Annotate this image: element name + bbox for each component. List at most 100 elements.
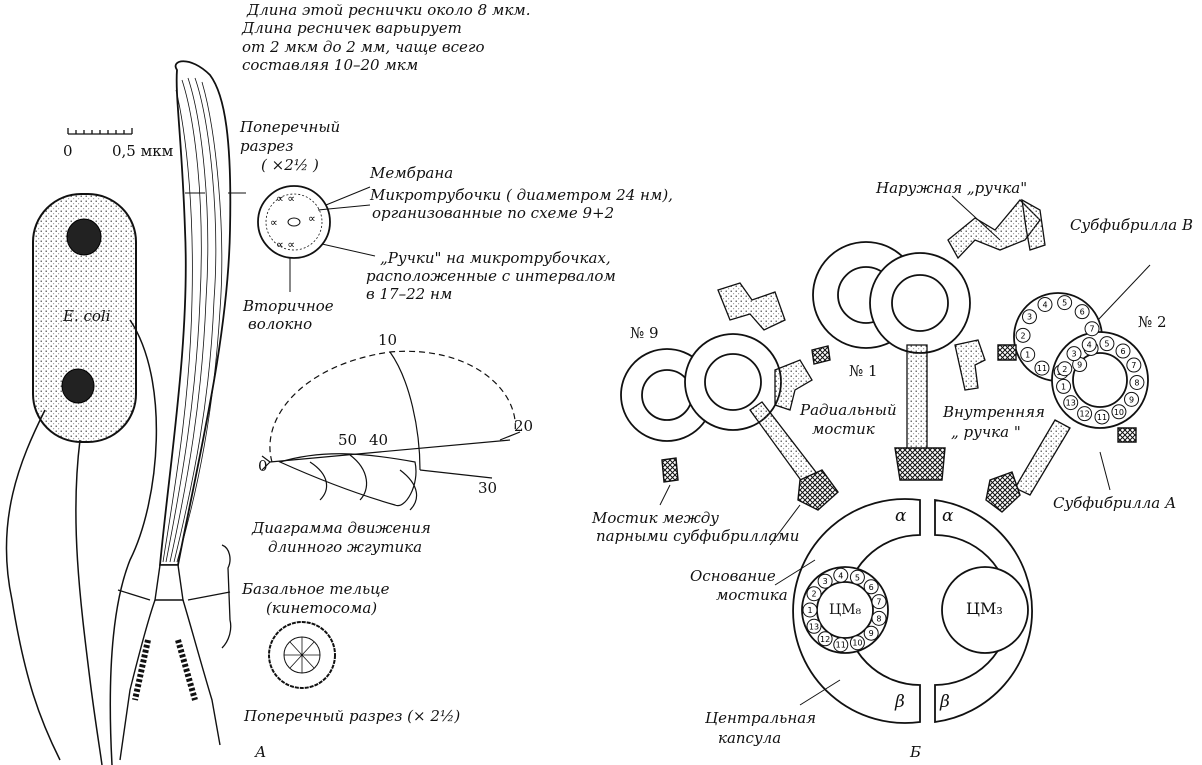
- scale-bar: [67, 128, 133, 135]
- ecoli-cell: [5, 193, 158, 765]
- bridge-base-label-2: мостика: [716, 586, 788, 604]
- cm-protofilament-circle: [849, 635, 865, 651]
- outer-handle-label: Наружная „ручка": [876, 179, 1028, 197]
- cross-section-9-2: ∝ ∝ ∝ ∝ ∝ ∝: [185, 185, 376, 292]
- subfibril-b-protofilament-circle: [1021, 309, 1037, 325]
- subfibril-a-protofilament-circle: [1129, 374, 1145, 390]
- secondary-fiber-label-1: Вторичное: [243, 297, 334, 315]
- cm-protofilament-number: 10: [852, 639, 862, 648]
- leader-lines-b: [659, 195, 1151, 706]
- scale-bar-zero: 0: [63, 142, 73, 160]
- cm-protofilament-number: 7: [876, 598, 881, 607]
- subfibril-a-protofilament-number: 3: [1071, 350, 1076, 359]
- subfibril-b-protofilament-circle: [1057, 295, 1073, 311]
- subfibril-a-protofilament-circle: [1077, 406, 1093, 422]
- panel-a-label: А: [255, 743, 267, 761]
- subfibril-a-protofilament-number: 13: [1066, 399, 1076, 408]
- doublet-9-label: № 9: [630, 324, 659, 342]
- cm-protofilament-circle: [806, 618, 822, 634]
- subfibril-a-protofilament-number: 11: [1097, 413, 1107, 422]
- radial-bridge-label-1: Радиальный: [800, 401, 897, 419]
- subfibril-b-protofilament-circle: [1037, 297, 1053, 313]
- subfibril-a-protofilament-circle: [1126, 357, 1142, 373]
- svg-text:∝: ∝: [270, 216, 278, 229]
- hatched-bridges: [661, 344, 1137, 513]
- subfibril-b-protofilament-number: 7: [1089, 325, 1094, 334]
- cm-protofilament-number: 4: [838, 571, 843, 580]
- subfibril-a-protofilament-number: 2: [1062, 365, 1067, 374]
- doublet-1: [812, 241, 971, 354]
- subfibril-b-protofilament-number: 1: [1025, 351, 1030, 360]
- motion-diagram: [261, 350, 521, 511]
- svg-text:∝: ∝: [308, 212, 316, 225]
- subfibril-a-protofilament-circle: [1094, 409, 1110, 425]
- subfibril-a-protofilament-number: 12: [1079, 410, 1089, 419]
- subfibril-a-protofilament-circle: [1063, 395, 1079, 411]
- scale-bar-value: 0,5 мкм: [112, 142, 174, 160]
- alpha-left: α: [895, 506, 907, 526]
- subfibril-a-protofilament-circle: [1081, 337, 1097, 353]
- subfibril-a-protofilament-circle: [1111, 404, 1127, 420]
- handles-label-1: „Ручки" на микротрубочках,: [380, 249, 611, 267]
- basal-body-cross-section: [221, 544, 336, 689]
- panel-b-label: Б: [910, 743, 922, 761]
- subfibril-a-protofilament-number: 7: [1131, 361, 1136, 370]
- doublet-9: [620, 333, 782, 442]
- subfibril-a-label: Субфибрилла А: [1053, 494, 1177, 512]
- cross-section-bottom-label: Поперечный разрез (× 2½): [244, 707, 461, 725]
- cm-protofilament-number: 1: [807, 606, 812, 615]
- cm-protofilament-circle: [833, 567, 849, 583]
- subfibril-a-protofilament-number: 6: [1120, 347, 1125, 356]
- subfibril-b-protofilament-circle: [1034, 360, 1050, 376]
- subfibril-b-protofilament-circle: [1084, 321, 1100, 337]
- beta-right: β: [940, 692, 950, 712]
- subfibril-a-protofilament-number: 9: [1129, 395, 1134, 404]
- handles-label-2: расположенные с интервалом: [366, 267, 616, 285]
- motion-tick-0: 0: [258, 457, 268, 475]
- microtubules-label-1: Микротрубочки ( диаметром 24 нм),: [370, 186, 673, 204]
- subfibril-a-protofilament-circle: [1099, 336, 1115, 352]
- cm-protofilament-circle: [833, 637, 849, 653]
- bridge-between-label-1: Мостик между: [592, 509, 719, 527]
- doublet-1-label: № 1: [849, 362, 878, 380]
- cm-left-label: ЦМ₈: [829, 602, 862, 618]
- motion-caption-1: Диаграмма движения: [252, 519, 431, 537]
- subfibril-b-protofilament-number: 9: [1077, 361, 1082, 370]
- motion-tick-50: 50: [338, 431, 358, 449]
- cm-protofilament-number: 3: [823, 577, 828, 586]
- subfibril-a-protofilament-circle: [1057, 361, 1073, 377]
- cm-right-label: ЦМ₃: [966, 599, 1003, 618]
- bridge-between-label-2: парными субфибриллами: [596, 527, 800, 545]
- svg-text:∝ ∝: ∝ ∝: [276, 238, 295, 251]
- basal-body-label-1: Базальное тельце: [242, 580, 390, 598]
- subfibril-a-protofilament-circle: [1066, 346, 1082, 362]
- subfibril-b-protofilament-number: 6: [1080, 308, 1085, 317]
- cilium-length-note-line-2: Длина ресничек варьирует: [242, 19, 462, 37]
- motion-tick-20: 20: [514, 417, 534, 435]
- subfibril-b-protofilament-circle: [1020, 347, 1036, 362]
- inner-handle-label-2: „ ручка ": [951, 423, 1021, 441]
- cilium-length-note-line-4: составляя 10–20 мкм: [242, 56, 419, 74]
- basal-body-label-2: (кинетосома): [266, 599, 378, 617]
- subfibril-a-protofilament-circle: [1124, 391, 1140, 407]
- cm-protofilament-number: 8: [876, 614, 881, 623]
- cross-section-label-1: Поперечный: [240, 118, 341, 136]
- dotted-arms: [717, 198, 1071, 496]
- microtubules-label-2: организованные по схеме 9+2: [372, 204, 615, 222]
- subfibril-a-protofilament-number: 4: [1087, 341, 1092, 350]
- cm-protofilament-circle: [871, 594, 887, 610]
- cm-protofilament-circle: [817, 631, 833, 647]
- subfibril-a-protofilament-number: 10: [1114, 408, 1124, 417]
- subfibril-a-protofilament-number: 8: [1134, 378, 1139, 387]
- handles-label-3: в 17–22 нм: [366, 285, 453, 303]
- cilium-length-note-line-1: Длина этой реснички около 8 мкм.: [247, 1, 531, 19]
- subfibril-b-protofilament-number: 5: [1062, 299, 1067, 308]
- cm-protofilament-circle: [817, 573, 833, 589]
- membrane-label: Мембрана: [370, 164, 454, 182]
- radial-bridge-label-2: мостик: [812, 420, 875, 438]
- motion-tick-10: 10: [378, 331, 398, 349]
- cm-protofilament-circle: [863, 625, 879, 641]
